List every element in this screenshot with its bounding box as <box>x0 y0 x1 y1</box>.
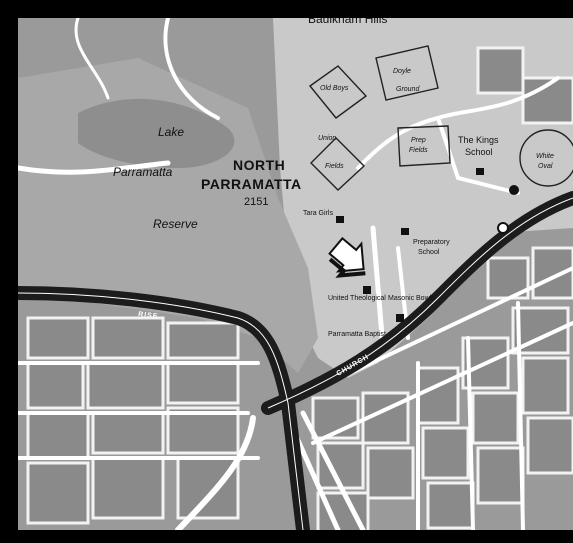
suburb-name-line2: PARRAMATTA <box>201 176 302 192</box>
landmark-icon <box>509 185 519 195</box>
masonic-bowls-label: Masonic Bowls <box>388 295 435 302</box>
lake-area <box>78 98 235 168</box>
street-map[interactable]: RISE CHURCH Baulkham Hills Old Boys Unio… <box>18 18 573 530</box>
parramatta-baptist-label: Parramatta Baptist <box>328 331 386 338</box>
roundabout-icon <box>497 222 509 234</box>
white-oval-label-2: Oval <box>538 163 553 170</box>
church-icon <box>363 286 404 322</box>
postcode-label: 2151 <box>244 196 268 208</box>
location-arrow-icon <box>328 236 366 278</box>
fields-label: Fields <box>325 163 344 170</box>
highway-centerline <box>18 197 573 530</box>
prep-fields-label: Fields <box>409 147 428 154</box>
union-label: Union <box>318 135 336 142</box>
parramatta-label: Parramatta <box>113 165 173 179</box>
preparatory-school-label-2: School <box>418 249 440 256</box>
ground-label: Ground <box>396 86 420 93</box>
tara-girls-label: Tara Girls <box>303 210 333 217</box>
uniting-church-label: United Theological <box>328 295 386 302</box>
old-boys-label: Old Boys <box>320 85 349 92</box>
rise-road-label: RISE <box>138 311 159 320</box>
kings-school-grounds <box>273 18 573 378</box>
prep-label: Prep <box>411 137 426 144</box>
white-oval-label-1: White <box>536 153 554 160</box>
lake-label: Lake <box>158 125 184 139</box>
reserve-label: Reserve <box>153 217 198 231</box>
preparatory-school-label-1: Preparatory <box>413 239 450 246</box>
top-road-label: Baulkham Hills <box>308 18 387 26</box>
playing-fields <box>308 45 573 191</box>
suburb-name-line1: NORTH <box>233 157 285 173</box>
school-icon <box>336 168 484 235</box>
city-blocks <box>26 46 573 530</box>
map-canvas: RISE CHURCH Baulkham Hills Old Boys Unio… <box>18 18 573 530</box>
doyle-label: Doyle <box>393 68 411 75</box>
kings-school-label-2: School <box>465 147 493 157</box>
kings-school-label-1: The Kings <box>458 135 499 145</box>
